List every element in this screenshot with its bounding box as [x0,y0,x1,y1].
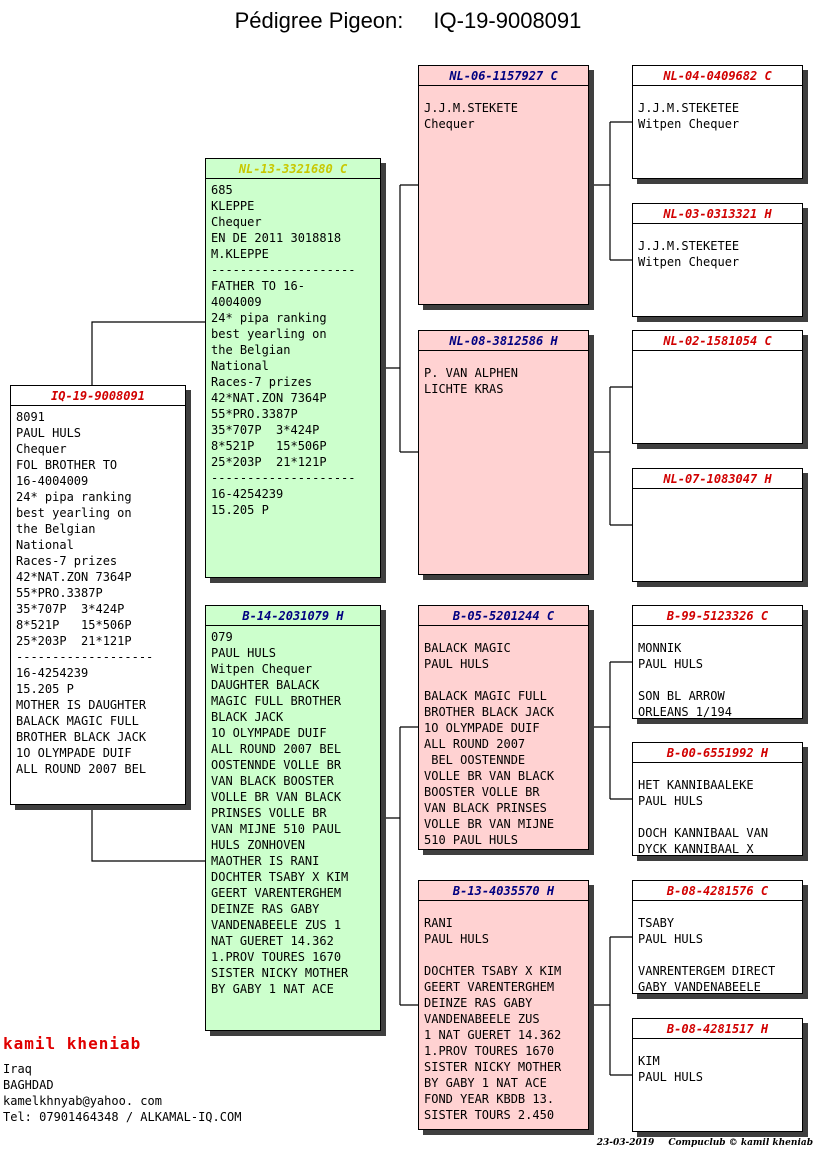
mother-ring-title: B-14-2031079 H [206,606,380,626]
great-grandparent-4-details [633,489,802,506]
breeder-phone: Tel: 07901464348 / ALKAMAL-IQ.COM [3,1110,242,1124]
great-grandparent-3-ring-title: NL-02-1581054 C [633,331,802,351]
pedigree-box-grandmother-paternal: NL-08-3812586 H P. VAN ALPHEN LICHTE KRA… [418,330,589,575]
breeder-city: BAGHDAD [3,1078,54,1092]
pedigree-box-subject: IQ-19-9008091 8091 PAUL HULS Chequer FOL… [10,385,186,805]
great-grandparent-5-details: MONNIK PAUL HULS SON BL ARROW ORLEANS 1/… [638,641,732,719]
software-credit: Compuclub © kamil kheniab [668,1138,813,1148]
pedigree-box-great-grandparent-7: B-08-4281576 C TSABY PAUL HULS VANRENTER… [632,880,803,994]
great-grandparent-7-details: TSABY PAUL HULS VANRENTERGEM DIRECT GABY… [638,916,776,994]
great-grandparent-8-ring-title: B-08-4281517 H [633,1019,802,1039]
great-grandparent-2-ring-title: NL-03-0313321 H [633,204,802,224]
grandmother-paternal-ring-title: NL-08-3812586 H [419,331,588,351]
grandfather-paternal-ring-title: NL-06-1157927 C [419,66,588,86]
grandfather-maternal-ring-title: B-05-5201244 C [419,606,588,626]
subject-ring-title: IQ-19-9008091 [11,386,185,406]
grandfather-paternal-details: J.J.M.STEKETE Chequer [424,101,518,131]
page-title: Pédigree Pigeon: IQ-19-9008091 [0,8,816,34]
great-grandparent-6-details: HET KANNIBAALEKE PAUL HULS DOCH KANNIBAA… [638,778,769,856]
subject-ring-number: IQ-19-9008091 [433,8,582,33]
subject-details: 8091 PAUL HULS Chequer FOL BROTHER TO 16… [16,410,154,776]
print-credit: 23-03-2019 Compuclub © kamil kheniab [597,1138,813,1148]
pedigree-box-great-grandparent-2: NL-03-0313321 H J.J.M.STEKETEE Witpen Ch… [632,203,803,317]
breeder-country: Iraq [3,1062,32,1076]
pedigree-box-mother: B-14-2031079 H 079 PAUL HULS Witpen Cheq… [205,605,381,1031]
mother-details: 079 PAUL HULS Witpen Chequer DAUGHTER BA… [211,630,349,996]
pedigree-box-father: NL-13-3321680 C 685 KLEPPE Chequer EN DE… [205,158,381,578]
grandmother-maternal-details: RANI PAUL HULS DOCHTER TSABY X KIM GEERT… [424,916,562,1122]
pedigree-box-grandfather-maternal: B-05-5201244 C BALACK MAGIC PAUL HULS BA… [418,605,589,850]
great-grandparent-6-ring-title: B-00-6551992 H [633,743,802,763]
great-grandparent-3-details [633,351,802,368]
grandmother-maternal-ring-title: B-13-4035570 H [419,881,588,901]
great-grandparent-2-details: J.J.M.STEKETEE Witpen Chequer [638,239,740,269]
great-grandparent-4-ring-title: NL-07-1083047 H [633,469,802,489]
pedigree-box-great-grandparent-4: NL-07-1083047 H [632,468,803,582]
grandfather-maternal-details: BALACK MAGIC PAUL HULS BALACK MAGIC FULL… [424,641,555,847]
father-ring-title: NL-13-3321680 C [206,159,380,179]
pedigree-box-grandfather-paternal: NL-06-1157927 C J.J.M.STEKETE Chequer [418,65,589,305]
pedigree-box-great-grandparent-5: B-99-5123326 C MONNIK PAUL HULS SON BL A… [632,605,803,719]
breeder-name: kamil kheniab [3,1034,142,1053]
print-date: 23-03-2019 [596,1138,655,1148]
great-grandparent-7-ring-title: B-08-4281576 C [633,881,802,901]
pedigree-box-great-grandparent-8: B-08-4281517 H KIM PAUL HULS [632,1018,803,1132]
pedigree-box-great-grandparent-6: B-00-6551992 H HET KANNIBAALEKE PAUL HUL… [632,742,803,856]
great-grandparent-8-details: KIM PAUL HULS [638,1054,704,1084]
pedigree-box-great-grandparent-1: NL-04-0409682 C J.J.M.STEKETEE Witpen Ch… [632,65,803,179]
pedigree-box-great-grandparent-3: NL-02-1581054 C [632,330,803,444]
pedigree-box-grandmother-maternal: B-13-4035570 H RANI PAUL HULS DOCHTER TS… [418,880,589,1130]
breeder-email: kamelkhnyab@yahoo. com [3,1094,162,1108]
great-grandparent-1-ring-title: NL-04-0409682 C [633,66,802,86]
grandmother-paternal-details: P. VAN ALPHEN LICHTE KRAS [424,366,518,396]
great-grandparent-1-details: J.J.M.STEKETEE Witpen Chequer [638,101,740,131]
father-details: 685 KLEPPE Chequer EN DE 2011 3018818 M.… [211,183,356,517]
page-title-label: Pédigree Pigeon: [234,8,404,33]
breeder-info: kamil kheniab Iraq BAGHDAD kamelkhnyab@y… [3,1034,241,1125]
great-grandparent-5-ring-title: B-99-5123326 C [633,606,802,626]
